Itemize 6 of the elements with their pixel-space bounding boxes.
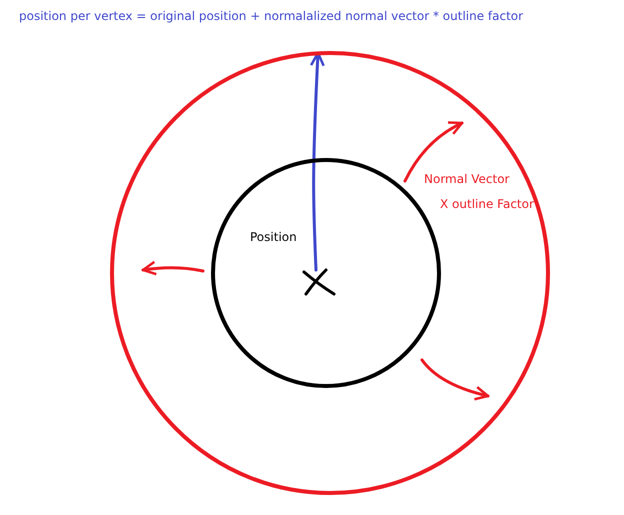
title: position per vertex = original position + normalalized normal vector * outline factor [19,9,524,23]
cross-mark [300,268,336,296]
position-label: Position [250,230,297,244]
outer-circle [110,51,550,495]
normal-vector-label: Normal Vector [424,172,510,186]
outline-factor-label: X outline Factor [440,197,534,211]
